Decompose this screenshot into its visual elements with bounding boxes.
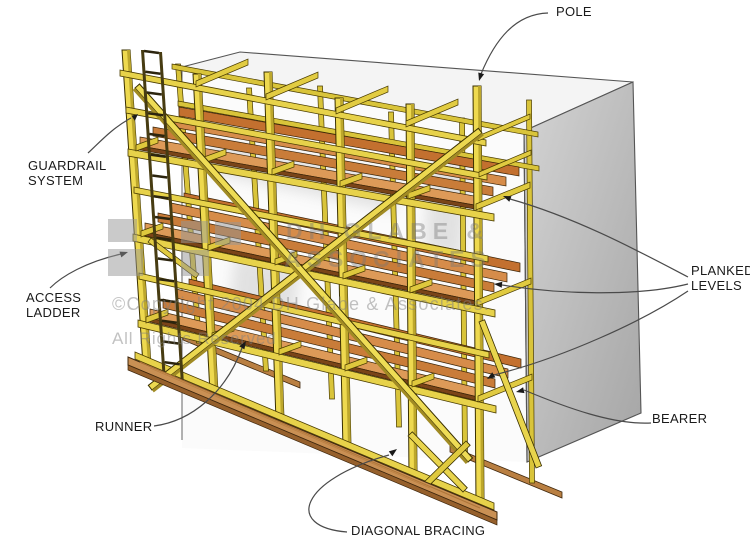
planked-leader-bottom	[493, 290, 689, 376]
watermark-brand-line2: ASSOCIATES	[284, 246, 492, 272]
bearer	[476, 277, 532, 307]
front-mudsill	[127, 356, 498, 526]
label-guardrail-system-line2: SYSTEM	[28, 173, 84, 188]
watermark-brand-line1: DH GLABE &	[286, 218, 490, 244]
label-access-ladder-line1: ACCESS	[26, 290, 82, 305]
label-planked-levels-line2: LEVELS	[691, 278, 742, 293]
watermark-logo-block	[181, 250, 209, 276]
access-ladder	[141, 49, 184, 387]
watermark-logo-block	[215, 222, 241, 245]
base-runner	[134, 351, 495, 511]
label-runner: RUNNER	[95, 419, 153, 434]
guardrail-midrail	[125, 106, 488, 181]
watermark-logo-block	[108, 219, 137, 242]
bearer-leader	[523, 389, 652, 424]
label-planked-levels-line1: PLANKED	[691, 263, 750, 278]
label-pole: POLE	[556, 4, 592, 19]
midrail-2	[133, 186, 489, 263]
guardrail-top-rail	[119, 69, 487, 147]
planked-leader-top	[509, 198, 689, 278]
midrail-1	[138, 272, 490, 359]
watermark-rights-text: All Rights Reserved	[112, 329, 277, 348]
label-diagonal-bracing: DIAGONAL BRACING	[351, 523, 486, 538]
label-guardrail-system-line1: GUARDRAIL	[28, 158, 107, 173]
leader-lines	[49, 12, 689, 533]
runner-leader	[153, 347, 243, 427]
watermark-copyright-text: ©Copyright 2004 DH Glabe & Associates.	[112, 294, 491, 314]
top-bearers	[195, 58, 459, 128]
watermark-logo-block	[108, 249, 143, 276]
ladder-rungs	[143, 49, 182, 387]
guardrail-leader	[87, 117, 132, 154]
building-side-wall	[523, 81, 642, 463]
watermark-logo-block	[181, 221, 208, 243]
label-access-ladder-line2: LADDER	[26, 305, 81, 320]
diagonal-bracing	[132, 83, 543, 494]
planked-leader-mid	[501, 283, 689, 294]
runner-level-3	[127, 148, 495, 222]
label-bearer: BEARER	[652, 411, 708, 426]
diagonal-bracing-leader	[308, 454, 390, 533]
pole-leader	[480, 12, 549, 75]
runners-and-rails	[119, 69, 497, 511]
